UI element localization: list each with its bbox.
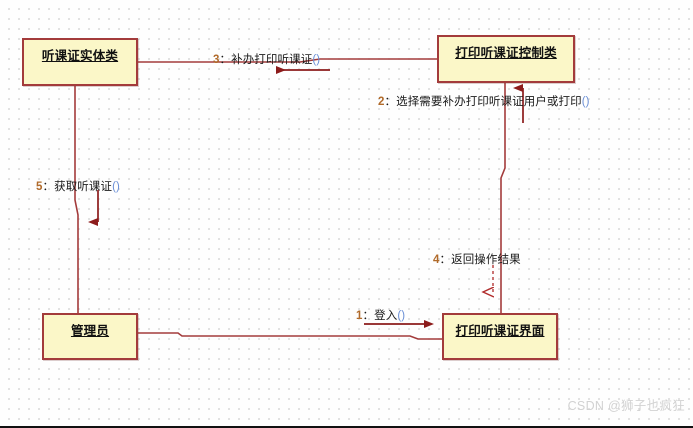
message-2-number: 2 xyxy=(378,96,385,108)
message-3-separator: ： xyxy=(219,54,232,66)
node-boundary-class[interactable]: 打印听课证界面 xyxy=(442,313,558,360)
message-label-2: 2：选择需要补办打印听课证用户或打印() xyxy=(378,93,590,109)
node-actor-admin[interactable]: 管理员 xyxy=(42,313,138,360)
message-3-args: () xyxy=(312,54,321,66)
message-1-args: () xyxy=(397,310,406,322)
message-label-1: 1：登入() xyxy=(356,307,405,323)
message-1-name: 登入 xyxy=(374,310,398,322)
watermark-text: CSDN @狮子也疯狂 xyxy=(567,399,685,413)
node-actor-admin-label: 管理员 xyxy=(70,324,110,338)
message-4-number: 4 xyxy=(433,254,440,266)
node-entity-class[interactable]: 听课证实体类 xyxy=(22,38,138,86)
message-2-name: 选择需要补办打印听课证用户或打印 xyxy=(396,96,582,108)
message-5-number: 5 xyxy=(36,181,43,193)
node-control-class[interactable]: 打印听课证控制类 xyxy=(437,35,575,83)
message-2-separator: ： xyxy=(384,96,397,108)
message-1-separator: ： xyxy=(362,310,375,322)
node-boundary-class-label: 打印听课证界面 xyxy=(455,324,545,338)
link-entity-admin xyxy=(74,86,79,313)
message-5-separator: ： xyxy=(42,181,55,193)
link-control-boundary xyxy=(500,83,506,313)
message-label-3: 3：补办打印听课证() xyxy=(213,51,320,67)
message-label-5: 5：获取听课证() xyxy=(36,178,120,194)
message-4-separator: ： xyxy=(439,254,452,266)
link-admin-boundary xyxy=(138,332,442,340)
message-label-4: 4：返回操作结果 xyxy=(433,251,521,267)
message-5-args: () xyxy=(112,181,120,193)
message-5-name: 获取听课证 xyxy=(54,181,113,193)
node-entity-class-label: 听课证实体类 xyxy=(41,49,119,63)
message-3-name: 补办打印听课证 xyxy=(231,54,313,66)
node-control-class-label: 打印听课证控制类 xyxy=(455,46,557,60)
message-4-name: 返回操作结果 xyxy=(451,254,521,266)
message-2-args: () xyxy=(581,96,590,108)
message-1-number: 1 xyxy=(356,310,363,322)
message-3-number: 3 xyxy=(213,54,220,66)
